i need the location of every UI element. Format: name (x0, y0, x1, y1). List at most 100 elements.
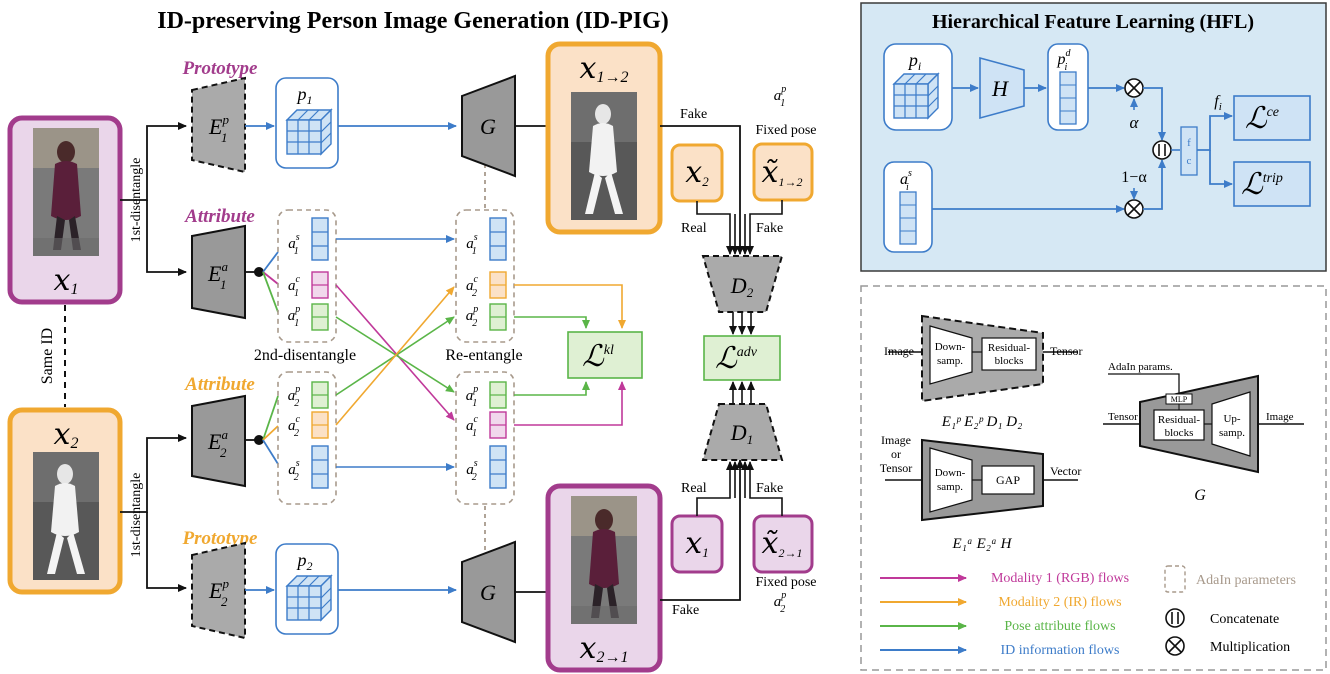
svg-text:Residual-: Residual- (1158, 414, 1200, 426)
svg-text:ac1: ac1 (466, 414, 479, 439)
svg-text:Concatenate: Concatenate (1210, 612, 1279, 627)
svg-text:MLP: MLP (1171, 395, 1188, 404)
svg-text:Ea1: Ea1 (207, 259, 228, 292)
generator-g-top: G (461, 74, 516, 178)
image-x21: 𝑥2→1 (545, 483, 663, 673)
discriminator-d2: D2 (701, 255, 784, 313)
svg-text:Modality 1 (RGB) flows: Modality 1 (RGB) flows (991, 571, 1129, 586)
svg-text:as1: as1 (466, 232, 478, 257)
re-entangle-label: Re-entangle (445, 347, 522, 364)
svg-text:ac1: ac1 (288, 274, 301, 299)
svg-text:as1: as1 (288, 232, 300, 257)
image-x1: 𝑥1 (7, 115, 123, 305)
svg-text:Modality 2 (IR) flows: Modality 2 (IR) flows (998, 595, 1121, 610)
svg-text:ap2: ap2 (466, 304, 479, 329)
svg-text:Residual-: Residual- (988, 342, 1030, 354)
fake-label-top: Fake (680, 107, 707, 122)
svg-text:G: G (480, 580, 496, 605)
svg-text:samp.: samp. (937, 355, 963, 367)
svg-text:Image: Image (881, 433, 911, 447)
prototype-p1: p1 (275, 77, 339, 169)
svg-text:blocks: blocks (1165, 427, 1194, 439)
legend-mult: Multiplication (1165, 636, 1290, 656)
real-x2: 𝑥2 (670, 143, 724, 203)
svg-text:Ep2: Ep2 (208, 576, 229, 609)
flow-legend-id: ID information flows (880, 643, 1119, 658)
svg-text:blocks: blocks (995, 355, 1024, 367)
prototype-label-2: Prototype (182, 528, 258, 549)
svg-text:Image: Image (884, 344, 914, 358)
fixed-pose-bottom: Fixed pose (755, 575, 816, 590)
svg-text:Image: Image (1266, 411, 1294, 423)
loss-adv: ℒadv (703, 335, 781, 381)
attribute-label-1: Attribute (184, 206, 255, 227)
svg-text:H: H (991, 76, 1009, 101)
svg-text:as2: as2 (288, 458, 300, 483)
svg-text:ap1: ap1 (466, 384, 479, 409)
svg-text:Vector: Vector (1050, 464, 1081, 478)
image-x2: 𝑥2 (7, 407, 123, 595)
legend-concat: Concatenate (1165, 608, 1279, 628)
flow-legend-rgb: Modality 1 (RGB) flows (880, 571, 1129, 586)
second-disentangle-label: 2nd-disentangle (254, 347, 356, 364)
real-x1: 𝑥1 (670, 514, 724, 574)
prototype-label-1: Prototype (182, 58, 258, 79)
svg-text:1−α: 1−α (1121, 169, 1147, 186)
fake-label-bottom: Fake (672, 603, 699, 618)
svg-text:GAP: GAP (996, 473, 1020, 487)
svg-text:Pose attribute flows: Pose attribute flows (1004, 619, 1115, 634)
prototype-p2: p2 (275, 543, 339, 635)
main-title: ID-preserving Person Image Generation (I… (157, 8, 668, 34)
svg-text:f: f (1187, 137, 1191, 149)
svg-text:Up-: Up- (1223, 413, 1240, 425)
svg-text:pi: pi (907, 50, 921, 73)
generator-g-bottom: G (461, 540, 516, 644)
discriminator-d1: D1 (701, 403, 784, 461)
same-id-label: Same ID (39, 328, 56, 384)
svg-text:c: c (1187, 155, 1192, 167)
svg-text:ap1: ap1 (774, 84, 787, 109)
hfl-panel: Hierarchical Feature Learning (HFL) pi H… (860, 2, 1327, 272)
svg-text:Tensor: Tensor (880, 461, 912, 475)
svg-text:ac2: ac2 (288, 414, 301, 439)
svg-text:Down-: Down- (935, 467, 966, 479)
svg-text:Tensor: Tensor (1050, 344, 1082, 358)
svg-text:Hierarchical Feature Learning: Hierarchical Feature Learning (HFL) (932, 11, 1254, 33)
svg-text:ap2: ap2 (288, 384, 301, 409)
first-disentangle-bottom: 1st-disentangle (129, 473, 144, 558)
flow-legend-ir: Modality 2 (IR) flows (880, 595, 1122, 610)
real-label-top: Real (681, 221, 707, 236)
svg-text:AdaIn parameters: AdaIn parameters (1196, 573, 1296, 588)
svg-text:fi: fi (1214, 93, 1222, 113)
svg-text:Ep1: Ep1 (208, 112, 229, 145)
svg-text:samp.: samp. (937, 481, 963, 493)
svg-text:or: or (891, 447, 901, 461)
fake-x12-tilde: 𝑥̃1→2 (752, 142, 814, 202)
fake-label-bottom-right: Fake (756, 481, 783, 496)
svg-text:E₁ᵃ E₂ᵃ H: E₁ᵃ E₂ᵃ H (951, 536, 1012, 552)
svg-text:ap2: ap2 (774, 590, 787, 615)
svg-text:Multiplication: Multiplication (1210, 640, 1290, 655)
loss-kl: ℒkl (567, 331, 643, 379)
svg-text:ID information flows: ID information flows (1001, 643, 1120, 658)
svg-text:ap1: ap1 (288, 304, 301, 329)
svg-text:Down-: Down- (935, 341, 966, 353)
image-x12: 𝑥1→2 (545, 41, 663, 235)
fixed-pose-top: Fixed pose (755, 123, 816, 138)
svg-text:Tensor: Tensor (1108, 411, 1138, 423)
legend-panel: Image Tensor Down- samp. Residual- block… (860, 285, 1327, 671)
svg-text:ac2: ac2 (466, 274, 479, 299)
svg-text:G: G (1194, 487, 1206, 504)
svg-text:AdaIn params.: AdaIn params. (1108, 361, 1173, 373)
real-label-bottom: Real (681, 481, 707, 496)
svg-text:G: G (480, 114, 496, 139)
svg-text:Ea2: Ea2 (207, 427, 228, 460)
